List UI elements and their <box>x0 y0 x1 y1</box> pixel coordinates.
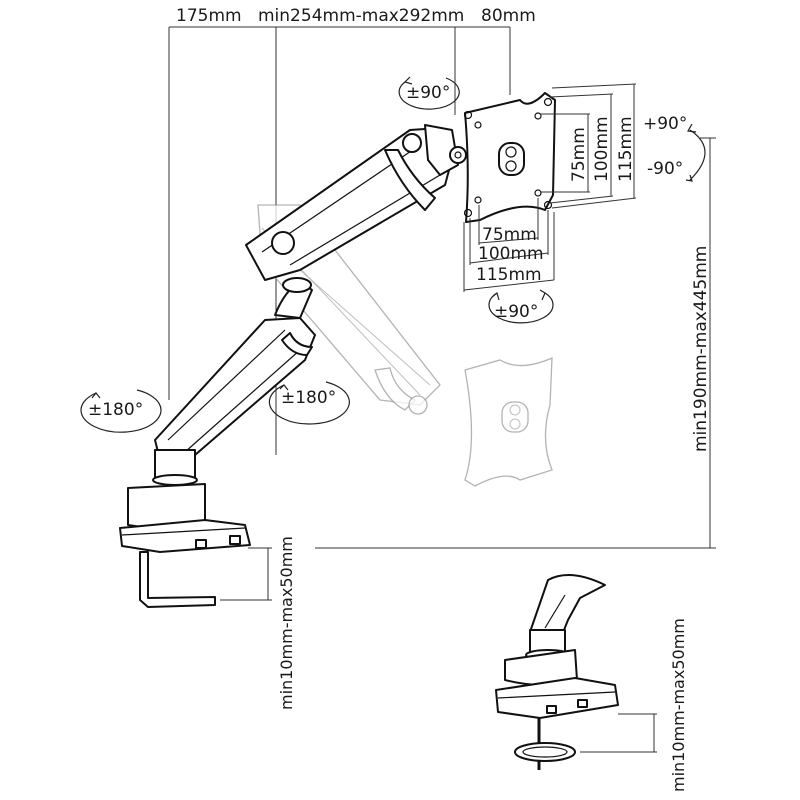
rotation-swivel-head-icon <box>398 76 460 110</box>
vesa-vertical-75: 75mm <box>569 127 589 182</box>
dimension-base-offset: 175mm <box>176 6 242 26</box>
vesa-vertical-100: 100mm <box>592 116 612 182</box>
rotation-base-swivel: ±180° <box>88 400 143 420</box>
upper-arm <box>245 124 467 281</box>
rotation-head-swivel: ±90° <box>406 83 450 103</box>
rotation-rotate: ±90° <box>494 302 538 322</box>
dimension-grommet-range: min10mm-max50mm <box>669 618 688 792</box>
vesa-horizontal-100: 100mm <box>478 244 544 264</box>
rotation-base-swivel-icon <box>80 389 162 433</box>
height-dimension-lines <box>315 137 716 549</box>
vesa-horizontal-dimensions <box>463 198 555 292</box>
rotation-tilt-up: +90° <box>643 114 687 134</box>
vesa-vertical-dimensions <box>540 83 637 209</box>
vesa-horizontal-75: 75mm <box>482 225 537 245</box>
lower-arm <box>154 277 316 461</box>
rotation-rotate-icon <box>488 289 554 324</box>
dimension-arm-length: min254mm-max292mm <box>258 6 464 26</box>
rotation-tilt-down: -90° <box>647 159 683 179</box>
rotation-tilt-icon <box>685 123 706 182</box>
dimension-head-offset: 80mm <box>481 6 536 26</box>
vesa-plate <box>463 92 556 223</box>
dimension-clamp-range: min10mm-max50mm <box>277 536 296 710</box>
vesa-horizontal-115: 115mm <box>476 265 542 285</box>
rotation-elbow-swivel-icon <box>268 381 350 425</box>
dimension-height-range: min190mm-max445mm <box>691 246 711 452</box>
rotation-elbow-swivel: ±180° <box>281 388 336 408</box>
grommet-mount-detail <box>495 574 657 770</box>
vesa-vertical-115: 115mm <box>616 116 636 182</box>
desk-clamp <box>119 449 272 608</box>
